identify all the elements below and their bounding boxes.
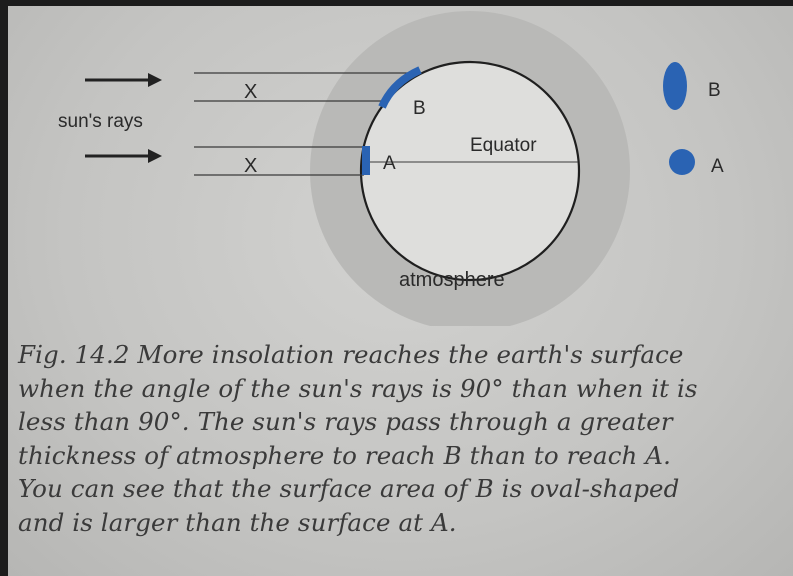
x-label-bottom: X: [244, 155, 257, 177]
textbook-page: sun's rays X X B A Equator atmosphere B …: [8, 6, 793, 576]
equator-label: Equator: [470, 135, 537, 156]
point-b-label: B: [413, 98, 426, 119]
legend-circle-a: [669, 149, 695, 175]
figure-caption: Fig. 14.2 More insolation reaches the ea…: [18, 338, 788, 539]
caption-line: less than 90°. The sun's rays pass throu…: [18, 407, 673, 436]
atmosphere-label: atmosphere: [399, 269, 505, 291]
x-label-top: X: [244, 81, 257, 103]
caption-line: Fig. 14.2 More insolation reaches the ea…: [18, 340, 684, 369]
caption-line: when the angle of the sun's rays is 90° …: [18, 373, 698, 403]
point-a-label: A: [383, 153, 396, 174]
sun-rays-label: sun's rays: [58, 111, 143, 132]
caption-line: thickness of atmosphere to reach B than …: [18, 440, 671, 470]
legend-a-label: A: [711, 156, 724, 177]
insolation-diagram: sun's rays X X B A Equator atmosphere B …: [58, 11, 724, 326]
surface-patch-b: [378, 66, 422, 109]
legend-b-label: B: [708, 80, 721, 101]
caption-line: You can see that the surface area of B i…: [18, 474, 680, 503]
caption-line: and is larger than the surface at A.: [18, 507, 457, 537]
earth-circle: [359, 60, 581, 282]
sun-ray-arrow-top: [85, 73, 162, 87]
legend-oval-b: [663, 62, 687, 110]
sun-ray-arrow-bottom: [85, 149, 162, 163]
